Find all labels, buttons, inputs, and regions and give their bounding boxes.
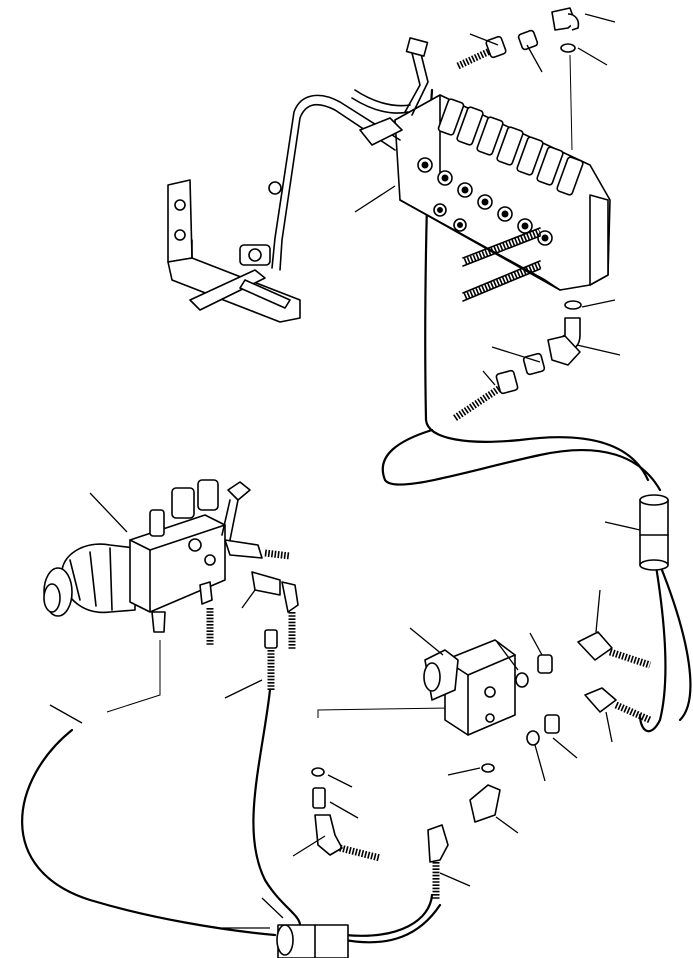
control-valve-bank <box>394 94 611 302</box>
lower-fittings <box>311 631 652 900</box>
valve-mounting-bracket <box>167 179 301 323</box>
hose-protective-sleeve <box>276 494 669 958</box>
valve-spools <box>437 98 584 196</box>
callout-leaders <box>49 13 641 929</box>
hydraulic-motor-valve-block <box>43 479 299 690</box>
solenoid-valve-block <box>423 639 516 736</box>
steel-pipe <box>271 37 429 271</box>
